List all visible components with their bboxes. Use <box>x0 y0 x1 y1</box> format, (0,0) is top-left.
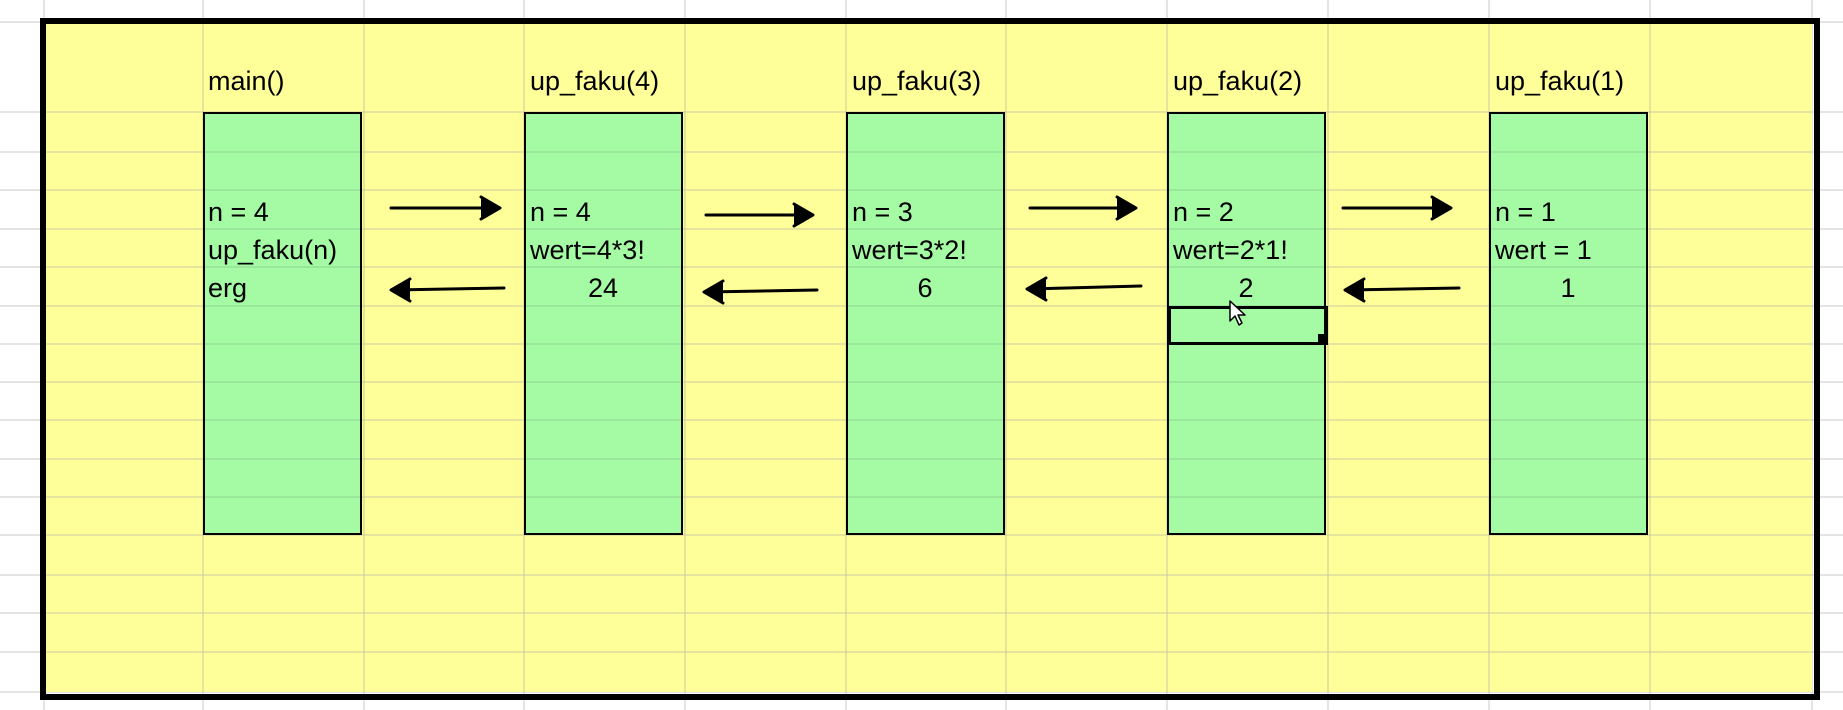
frame-up-faku-2-line1: n = 2 <box>1173 197 1234 227</box>
call-arrow-right-icon[interactable] <box>1341 195 1453 221</box>
frame-up-faku-4[interactable] <box>524 112 683 535</box>
frame-up-faku-4-line1: n = 4 <box>530 197 591 227</box>
frame-main-line3: erg <box>208 273 248 303</box>
frame-up-faku-3-gridlines <box>846 151 1005 498</box>
frame-up-faku-3-line2: wert=3*2! <box>852 235 967 265</box>
frame-up-faku-3-line1: n = 3 <box>852 197 913 227</box>
frame-up-faku-1-value: 1 <box>1560 273 1576 303</box>
frame-main[interactable] <box>203 112 362 535</box>
call-arrow-right-icon[interactable] <box>704 202 815 228</box>
selected-cell[interactable] <box>1168 306 1328 345</box>
frame-up-faku-2-value: 2 <box>1238 273 1254 303</box>
frame-main-gridlines <box>203 151 362 498</box>
return-arrow-left-icon[interactable] <box>1343 277 1461 303</box>
call-arrow-right-icon[interactable] <box>1028 195 1138 221</box>
frame-up-faku-4-line2: wert=4*3! <box>530 235 645 265</box>
frame-up-faku-4-title: up_faku(4) <box>530 66 660 96</box>
return-arrow-left-icon[interactable] <box>702 279 819 305</box>
frame-main-line1: n = 4 <box>208 197 269 227</box>
return-arrow-left-icon[interactable] <box>1025 276 1143 302</box>
return-arrow-left-icon[interactable] <box>389 277 506 303</box>
frame-up-faku-1[interactable] <box>1489 112 1648 535</box>
frame-up-faku-1-line2: wert = 1 <box>1495 235 1592 265</box>
call-arrow-right-icon[interactable] <box>389 195 502 221</box>
frame-up-faku-2-line2: wert=2*1! <box>1173 235 1288 265</box>
frame-up-faku-4-gridlines <box>524 151 683 498</box>
frame-up-faku-2-title: up_faku(2) <box>1173 66 1303 96</box>
fill-handle[interactable] <box>1318 334 1328 344</box>
frame-up-faku-3[interactable] <box>846 112 1005 535</box>
mouse-pointer-icon <box>1229 300 1246 326</box>
frame-up-faku-1-title: up_faku(1) <box>1495 66 1625 96</box>
frame-main-line2: up_faku(n) <box>208 235 338 265</box>
frame-up-faku-1-line1: n = 1 <box>1495 197 1556 227</box>
frame-main-title: main() <box>208 66 285 96</box>
frame-up-faku-1-gridlines <box>1489 151 1648 498</box>
frame-up-faku-4-value: 24 <box>587 273 619 303</box>
frame-up-faku-3-value: 6 <box>917 273 933 303</box>
frame-up-faku-3-title: up_faku(3) <box>852 66 982 96</box>
